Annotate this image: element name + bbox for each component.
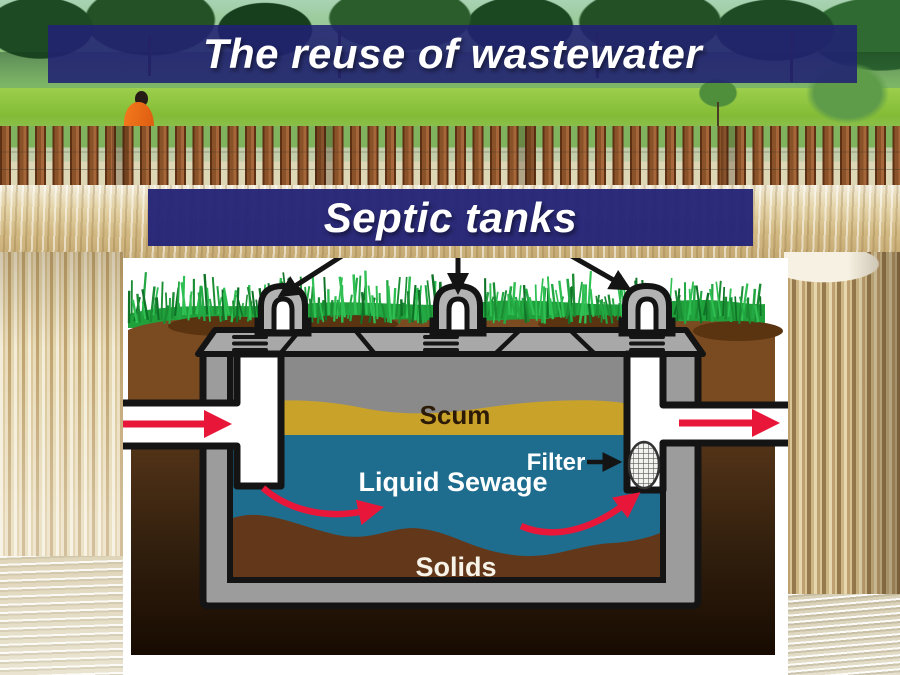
label-solids: Solids (415, 552, 496, 582)
solids-layer (233, 514, 660, 577)
filter-mesh (627, 440, 661, 490)
flow-curve-right (519, 492, 641, 536)
pointer-arrows (277, 258, 632, 298)
subtitle-banner: Septic tanks (148, 189, 753, 246)
flow-curve-left (260, 485, 385, 526)
waterfall-right (784, 252, 900, 608)
label-filter: Filter (527, 449, 586, 476)
slide-title: The reuse of wastewater (202, 30, 703, 77)
sapling-trunk (717, 102, 719, 128)
lid-vent-lines (232, 335, 665, 352)
septic-tank-diagram-panel: Scum Liquid Sewage Solids Filter (123, 258, 788, 675)
label-scum: Scum (420, 400, 491, 430)
title-banner: The reuse of wastewater (48, 25, 857, 83)
slide-subtitle: Septic tanks (323, 193, 578, 241)
scum-layer (233, 400, 660, 435)
tank-lid (195, 327, 706, 357)
water-pool-left (0, 556, 124, 675)
waterfall-left (0, 252, 124, 572)
tank (195, 282, 706, 610)
water-pool-right (784, 594, 900, 675)
fence-posts (0, 126, 900, 189)
label-liquid: Liquid Sewage (358, 467, 547, 497)
septic-tank-diagram: Scum Liquid Sewage Solids Filter (123, 258, 788, 655)
inlet-pipe (123, 350, 285, 490)
lift-handle-icon (429, 282, 487, 337)
lift-handle-icon (618, 282, 676, 337)
flow-arrows (123, 409, 780, 536)
lift-handle-icon (254, 282, 312, 337)
